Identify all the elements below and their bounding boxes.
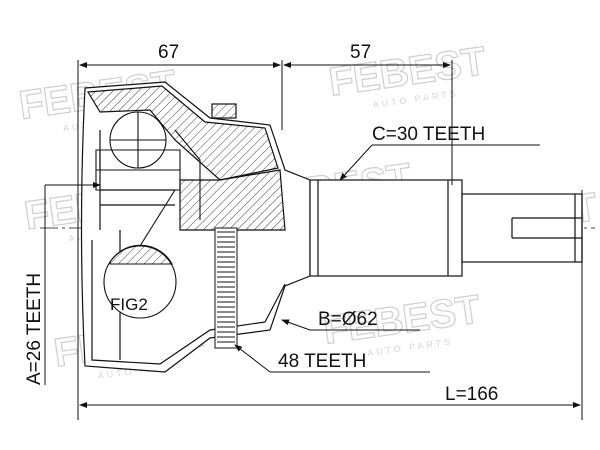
fig2-detail: FIG2 (103, 189, 177, 319)
dim-57-label: 57 (350, 42, 371, 63)
ball-cage (95, 111, 201, 220)
abs-tone-ring (214, 227, 238, 349)
inner-spline-label: A=26 TEETH (24, 273, 45, 385)
leader-lines (44, 144, 540, 385)
output-shaft (309, 179, 583, 277)
total-length-label: L=166 (445, 384, 498, 405)
fig2-label: FIG2 (110, 295, 148, 314)
labels: 67 57 C=30 TEETH B=Ø62 48 TEETH L=166 A=… (24, 42, 498, 405)
abs-teeth-label: 48 TEETH (278, 351, 366, 372)
outer-diameter-label: B=Ø62 (318, 309, 378, 330)
dimension-lines (77, 60, 583, 420)
shaft-spline-label: C=30 TEETH (372, 124, 485, 145)
dim-67-label: 67 (158, 42, 179, 63)
